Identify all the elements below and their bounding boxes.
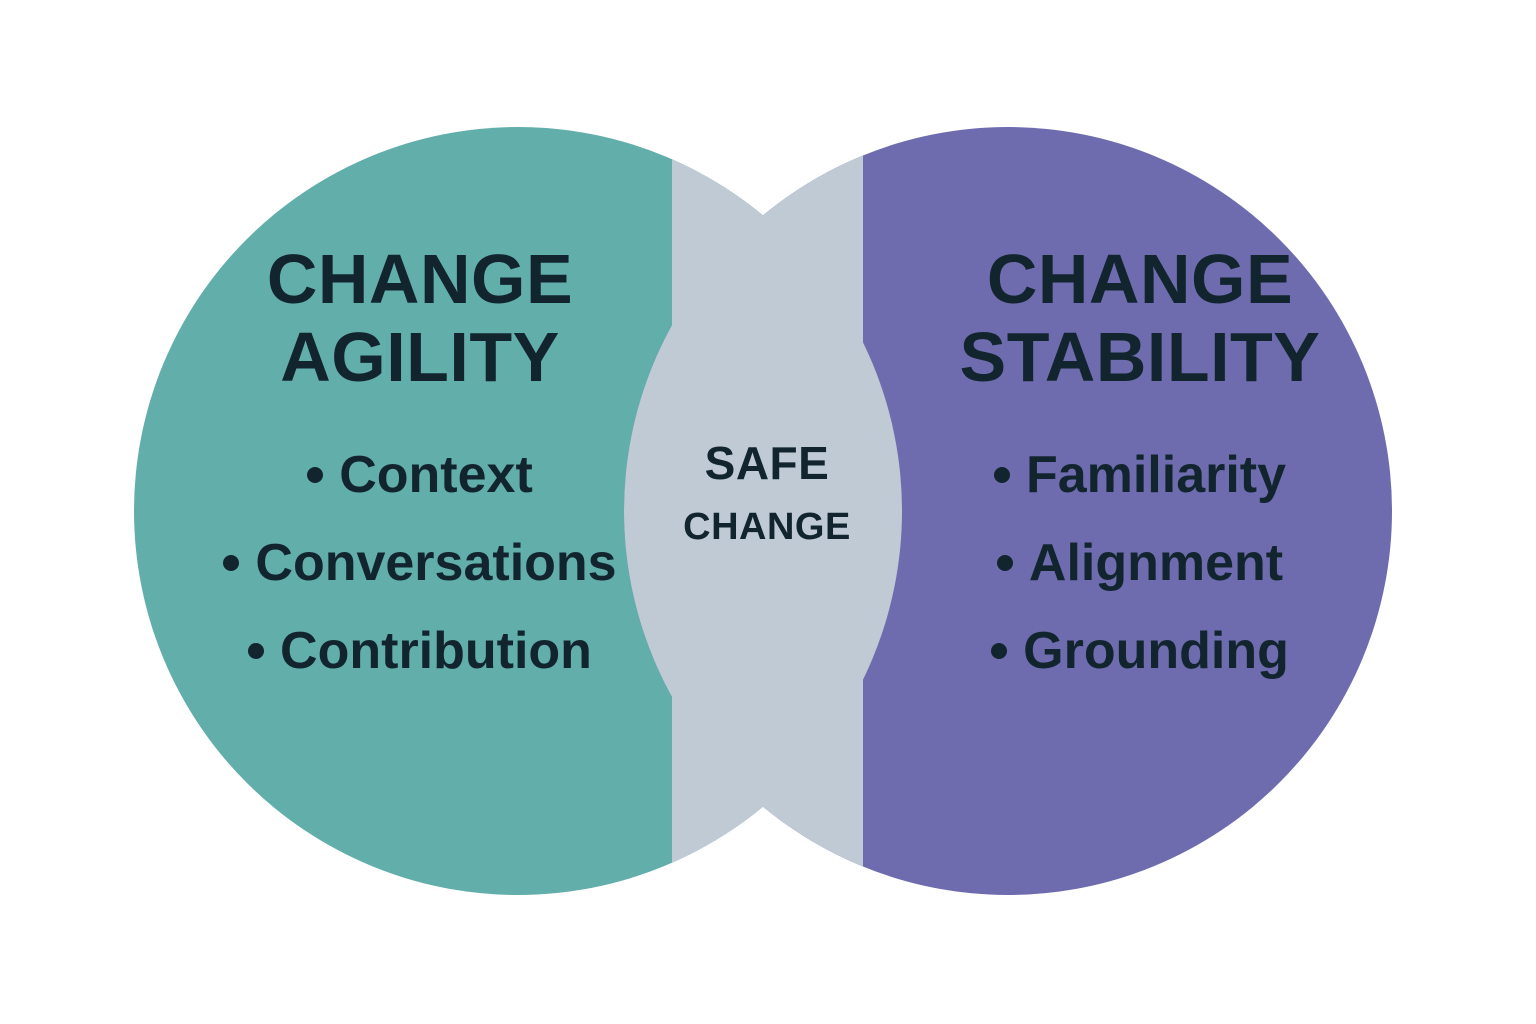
bullet-dot-icon [991,642,1008,659]
list-item[interactable]: Grounding [860,625,1420,677]
list-item-label: Grounding [1023,621,1289,680]
list-item[interactable]: Alignment [860,537,1420,589]
venn-left-panel: CHANGE AGILITY Context Conversations Con… [140,240,700,677]
venn-left-heading: CHANGE AGILITY [266,240,574,397]
list-item-label: Context [339,445,533,504]
list-item-label: Contribution [280,621,592,680]
bullet-dot-icon [248,642,265,659]
venn-overlap-label-line-1: SAFE [704,437,830,489]
list-item-label: Familiarity [1025,445,1287,504]
list-item-label: Alignment [1028,533,1284,592]
list-item[interactable]: Context [140,449,700,501]
venn-right-heading: CHANGE STABILITY [959,240,1321,397]
bullet-dot-icon [993,466,1010,483]
list-item[interactable]: Conversations [140,537,700,589]
list-item[interactable]: Familiarity [860,449,1420,501]
venn-overlap-label: SAFE CHANGE [627,440,907,546]
venn-overlap-label-line-2: CHANGE [683,506,851,548]
bullet-dot-icon [223,554,240,571]
venn-right-panel: CHANGE STABILITY Familiarity Alignment G… [860,240,1420,677]
list-item[interactable]: Contribution [140,625,700,677]
venn-right-bullet-list: Familiarity Alignment Grounding [860,449,1420,677]
venn-left-bullet-list: Context Conversations Contribution [140,449,700,677]
bullet-dot-icon [996,554,1013,571]
bullet-dot-icon [307,466,324,483]
list-item-label: Conversations [255,533,617,592]
